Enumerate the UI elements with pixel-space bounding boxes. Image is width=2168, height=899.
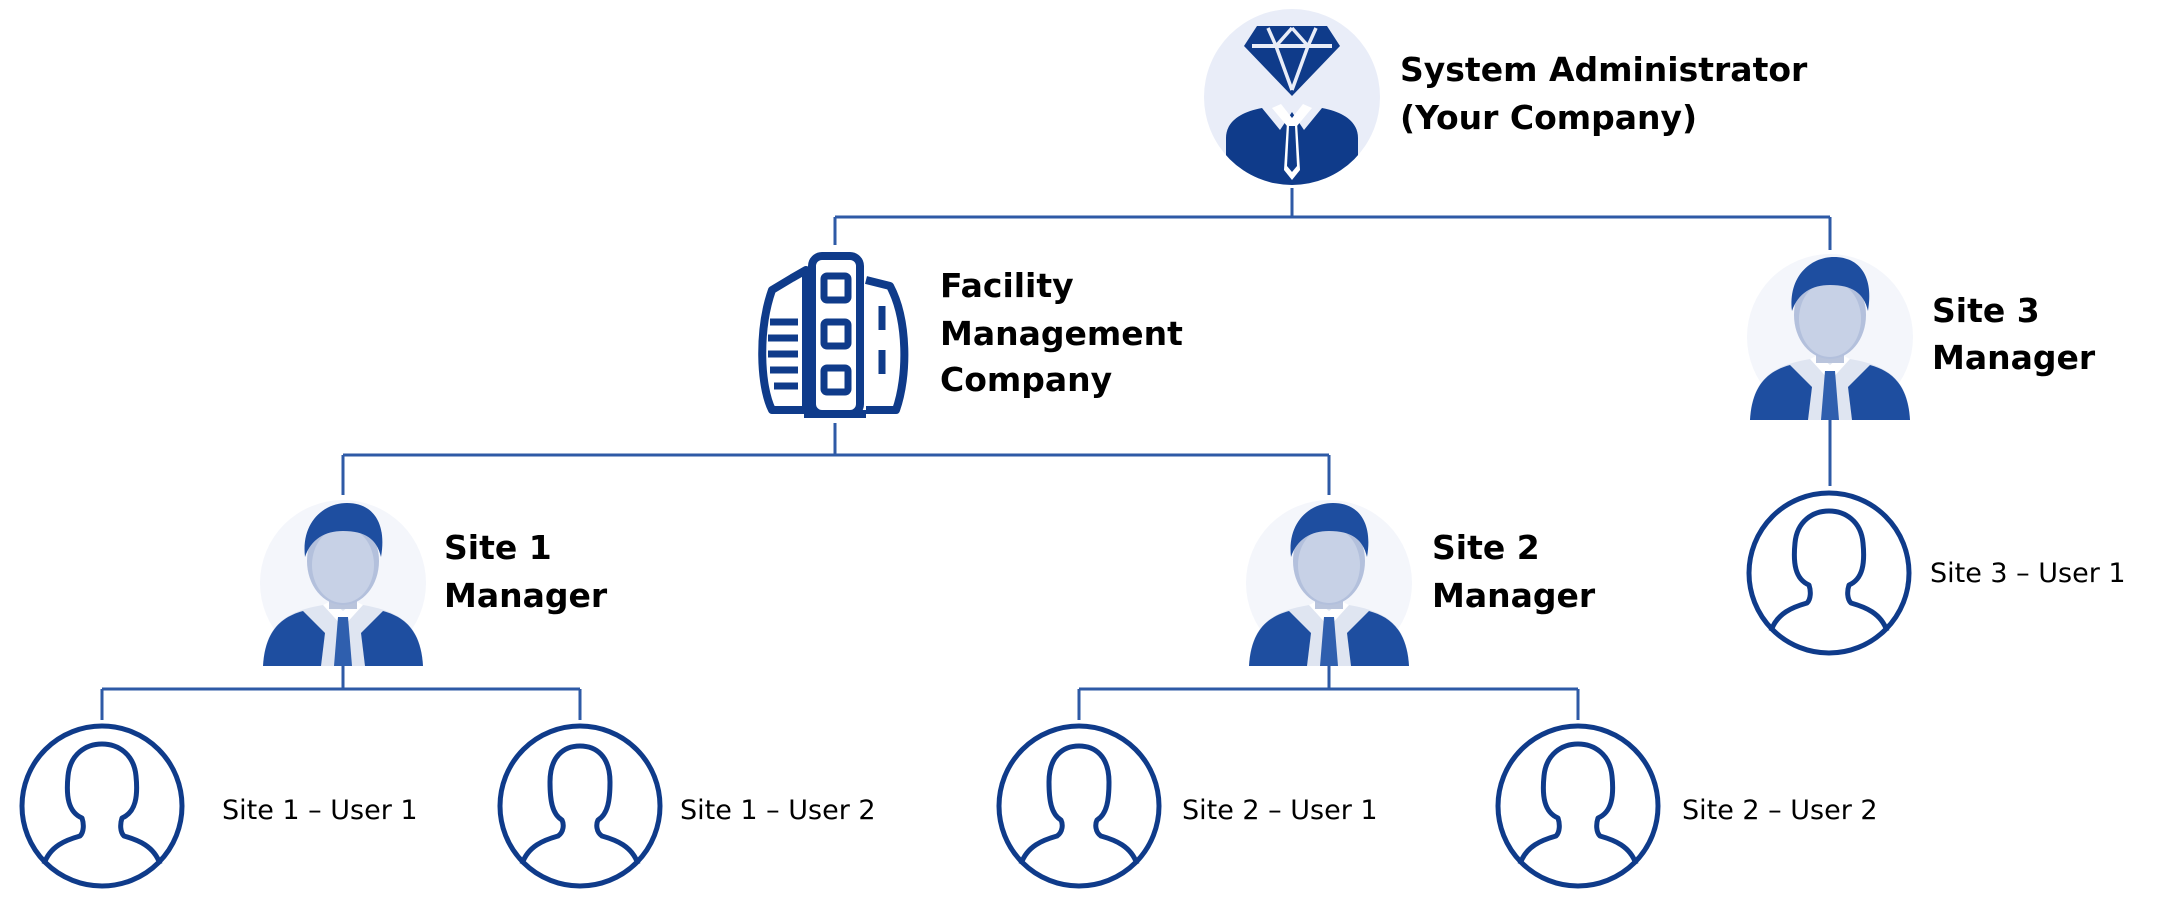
node-site1-manager: Site 1 Manager <box>260 500 608 666</box>
site1-user1-label: Site 1 – User 1 <box>222 795 418 826</box>
building-icon <box>747 247 923 423</box>
sysadmin-title-line1: System Administrator <box>1400 50 1808 89</box>
site1-manager-line2: Manager <box>444 576 608 615</box>
sysadmin-title-line2: (Your Company) <box>1400 98 1697 137</box>
site3-manager-line2: Manager <box>1932 338 2096 377</box>
site2-user1-label: Site 2 – User 1 <box>1182 795 1378 826</box>
node-site3-manager: Site 3 Manager <box>1747 254 2096 420</box>
node-system-administrator: System Administrator (Your Company) <box>1204 9 1808 185</box>
site2-manager-line2: Manager <box>1432 576 1596 615</box>
site1-user2-label: Site 1 – User 2 <box>680 795 876 826</box>
fmc-title-line2: Management <box>940 314 1183 353</box>
site2-user2-label: Site 2 – User 2 <box>1682 795 1878 826</box>
manager-avatar-icon <box>260 500 426 666</box>
manager-avatar-icon <box>1747 254 1913 420</box>
site1-manager-line1: Site 1 <box>444 528 552 567</box>
node-site2-manager: Site 2 Manager <box>1246 500 1596 666</box>
female-user-icon <box>1498 726 1658 886</box>
male-user-icon <box>500 726 660 886</box>
male-user-icon <box>999 726 1159 886</box>
female-user-icon <box>22 726 182 886</box>
executive-diamond-icon <box>1204 9 1380 185</box>
node-site2-user1: Site 2 – User 1 <box>999 726 1378 886</box>
node-site2-user2: Site 2 – User 2 <box>1498 726 1878 886</box>
site2-manager-line1: Site 2 <box>1432 528 1540 567</box>
manager-avatar-icon <box>1246 500 1412 666</box>
node-facility-management-company: Facility Management Company <box>747 247 1183 423</box>
site3-manager-line1: Site 3 <box>1932 291 2040 330</box>
fmc-title-line3: Company <box>940 360 1112 399</box>
node-site1-user1: Site 1 – User 1 <box>22 726 418 886</box>
connector-lines <box>100 188 1832 720</box>
fmc-title-line1: Facility <box>940 266 1074 305</box>
site3-user1-label: Site 3 – User 1 <box>1930 558 2126 589</box>
female-user-icon <box>1749 493 1909 653</box>
node-site3-user1: Site 3 – User 1 <box>1749 493 2126 653</box>
node-site1-user2: Site 1 – User 2 <box>500 726 876 886</box>
